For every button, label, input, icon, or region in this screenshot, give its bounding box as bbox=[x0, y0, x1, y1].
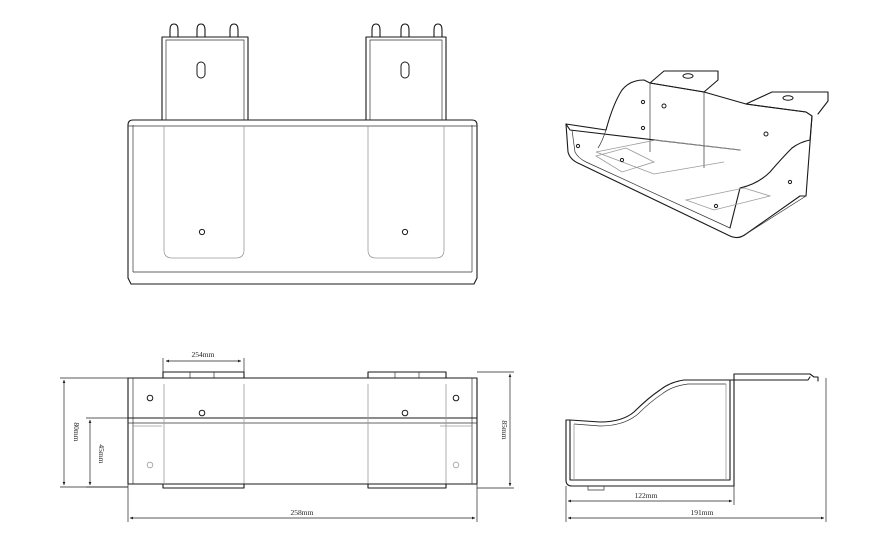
dim-inner-height: 45mm bbox=[97, 444, 106, 463]
side-view: 122mm 191mm bbox=[565, 373, 827, 522]
slot-hole bbox=[682, 73, 694, 79]
screw-hole bbox=[401, 228, 409, 236]
dim-total-width: 258mm bbox=[291, 508, 314, 517]
screw-hole bbox=[640, 99, 646, 105]
dim-height-right: 85mm bbox=[500, 420, 509, 439]
screw-hole bbox=[640, 125, 646, 131]
dim-depth-inner: 122mm bbox=[635, 491, 658, 500]
screw-hole bbox=[763, 131, 769, 137]
slot-hole bbox=[196, 61, 206, 79]
screw-hole bbox=[401, 409, 409, 417]
screw-hole bbox=[619, 157, 625, 163]
top-view: 254mm 258mm 80mm 45mm 85mm bbox=[60, 350, 514, 522]
front-view bbox=[127, 23, 478, 285]
dim-height-left: 80mm bbox=[72, 422, 81, 441]
slot-hole bbox=[400, 61, 410, 79]
screw-hole bbox=[713, 203, 719, 209]
screw-hole bbox=[661, 103, 667, 109]
slot-hole bbox=[782, 95, 794, 101]
dim-tab-width: 254mm bbox=[192, 350, 215, 359]
screw-hole bbox=[575, 143, 581, 149]
screw-hole bbox=[198, 228, 206, 236]
dim-depth-total: 191mm bbox=[691, 508, 714, 517]
screw-hole bbox=[198, 409, 206, 417]
iso-mount-tab-right bbox=[745, 91, 829, 115]
isometric-view bbox=[565, 70, 829, 239]
screw-hole bbox=[452, 394, 460, 402]
left-mounting-tab bbox=[161, 23, 249, 121]
screw-hole bbox=[787, 179, 793, 185]
tray-body-front bbox=[127, 119, 478, 285]
right-mounting-tab bbox=[365, 23, 447, 121]
screw-hole bbox=[146, 394, 154, 402]
